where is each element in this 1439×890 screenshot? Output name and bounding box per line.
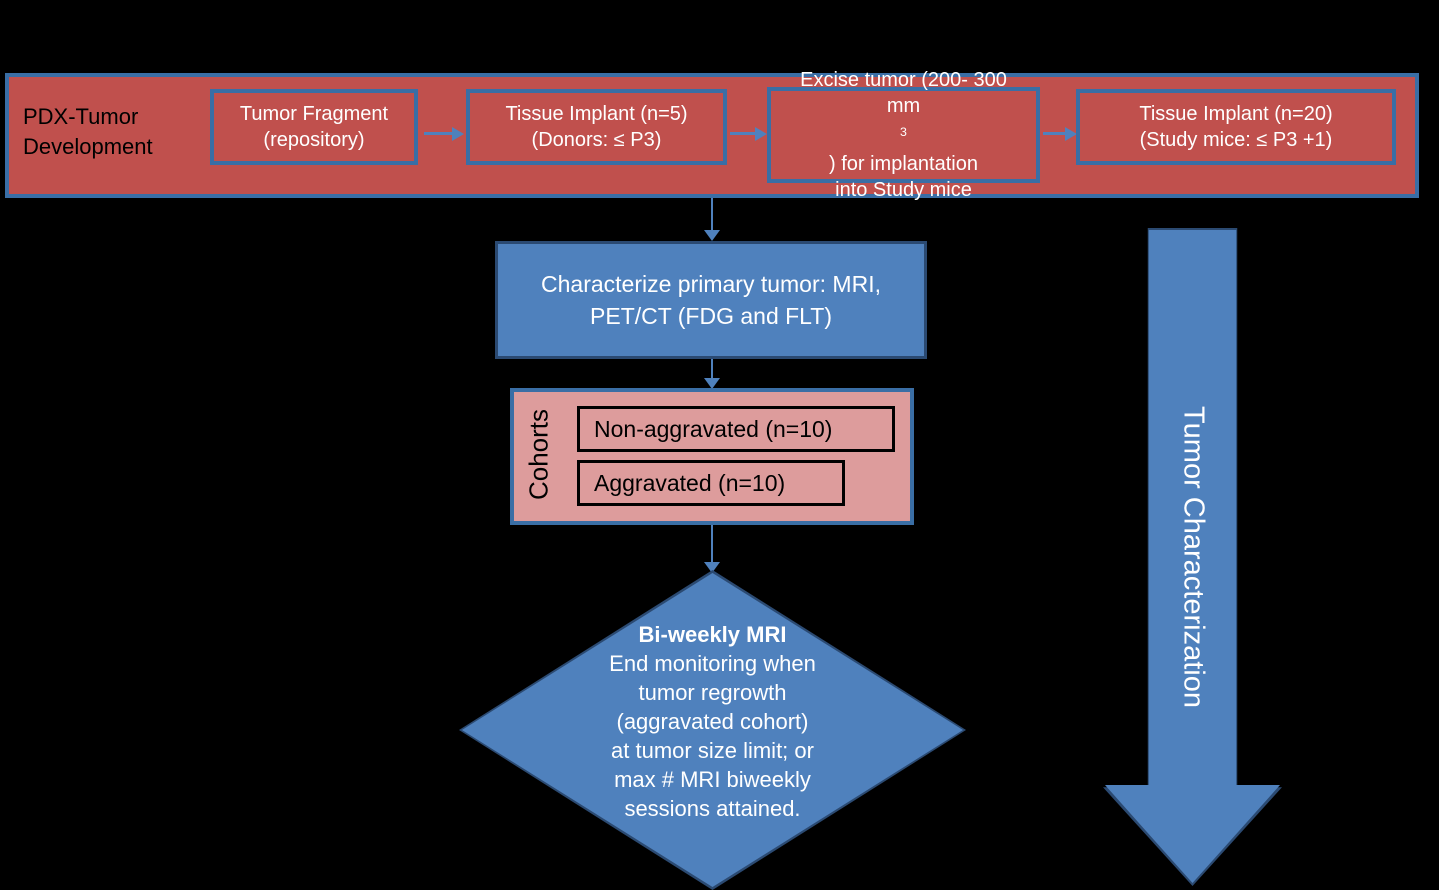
cohort-item-non-aggravated[interactable]: Non-aggravated (n=10) — [577, 406, 895, 452]
tumor-characterization-arrow: Tumor Characterization — [1103, 228, 1282, 886]
stage-box-tissue-implant-study[interactable]: Tissue Implant (n=20) (Study mice: ≤ P3 … — [1076, 89, 1396, 165]
cohorts-box: Cohorts Non-aggravated (n=10) Aggravated… — [510, 388, 914, 525]
arrow-characterize-to-cohorts — [704, 359, 720, 389]
endpoint-title: Bi-weekly MRI — [638, 622, 787, 647]
stage-box-excise-tumor-line1: Excise tumor (200- 300 — [800, 69, 1007, 92]
cohorts-label: Cohorts — [523, 408, 554, 501]
cohort-item-non-aggravated-label: Non-aggravated (n=10) — [594, 415, 833, 442]
stage-box-tissue-implant-study-line2: (Study mice: ≤ P3 +1) — [1139, 129, 1333, 151]
arrow-cohorts-to-endpoint — [704, 525, 720, 573]
arrow-head — [704, 378, 720, 389]
endpoint-line-5: max # MRI biweekly — [614, 767, 811, 792]
arrow-banner-to-characterize — [704, 198, 720, 241]
endpoint-line-3: (aggravated cohort) — [616, 709, 809, 734]
stage-box-tumor-fragment[interactable]: Tumor Fragment (repository) — [210, 89, 418, 165]
cohort-item-aggravated[interactable]: Aggravated (n=10) — [577, 460, 845, 506]
stage-box-tumor-fragment-line1: Tumor Fragment — [239, 103, 389, 125]
cohort-item-aggravated-label: Aggravated (n=10) — [594, 469, 786, 496]
stage-box-tissue-implant-donors-line2: (Donors: ≤ P3) — [531, 129, 662, 151]
stage-box-tissue-implant-study-line1: Tissue Implant (n=20) — [1139, 103, 1333, 125]
stage-box-tissue-implant-donors-line1: Tissue Implant (n=5) — [505, 103, 688, 125]
characterize-line2: MRI, PET/CT (FDG and FLT) — [590, 271, 881, 329]
arrow-head — [1065, 127, 1077, 141]
arrow-excise-to-study-implant — [1043, 127, 1078, 141]
arrow-shaft — [711, 359, 713, 378]
stage-box-excise-tumor-line3: into Study mice — [835, 178, 972, 201]
endpoint-line-6: sessions attained. — [624, 796, 801, 821]
endpoint-line-1: End monitoring when — [609, 651, 816, 676]
endpoint-diamond[interactable]: Bi-weekly MRI End monitoring when tumor … — [459, 570, 966, 890]
characterize-line1: Characterize primary tumor: — [541, 271, 827, 297]
arrow-head — [704, 230, 720, 241]
arrow-head — [704, 562, 720, 573]
endpoint-line-4: at tumor size limit; or — [611, 738, 814, 763]
arrow-shaft — [711, 525, 713, 562]
arrow-shaft — [711, 198, 713, 230]
stage-box-tumor-fragment-line2: (repository) — [263, 129, 365, 151]
endpoint-line-2: tumor regrowth — [638, 680, 787, 705]
arrow-shaft — [730, 132, 755, 135]
arrow-shaft — [424, 132, 452, 135]
superscript-three: 3 — [900, 125, 907, 140]
endpoint-text: Bi-weekly MRI End monitoring when tumor … — [548, 620, 878, 823]
tumor-characterization-label: Tumor Characterization — [1177, 406, 1209, 708]
arrow-head — [755, 127, 767, 141]
arrow-head — [452, 127, 464, 141]
arrow-fragment-to-implant — [424, 127, 464, 141]
arrow-shaft — [1043, 132, 1065, 135]
characterize-primary-tumor-box[interactable]: Characterize primary tumor: MRI, PET/CT … — [495, 241, 927, 359]
stage-box-tissue-implant-donors[interactable]: Tissue Implant (n=5) (Donors: ≤ P3) — [466, 89, 727, 165]
banner-title: PDX-Tumor Development — [23, 104, 153, 159]
arrow-implant-to-excise — [730, 127, 768, 141]
